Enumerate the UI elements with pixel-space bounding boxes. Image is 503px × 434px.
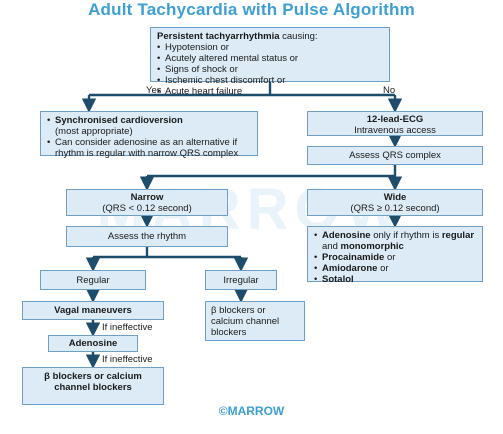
persistent-tachyarrhythmia-box: Persistent tachyarrhythmia causing: Hypo… (150, 27, 390, 97)
wide-box: Wide (QRS ≥ 0.12 second) (307, 189, 483, 216)
ecg-box: 12-lead-ECG Intravenous access (307, 111, 483, 136)
adenosine-label: Adenosine (68, 338, 118, 349)
adenosine-alternative-item: Can consider adenosine as an alternative… (47, 137, 251, 159)
cardioversion-box: Synchronised cardioversion (most appropr… (40, 111, 258, 159)
ecg-title: 12-lead-ECG (366, 114, 424, 125)
irregular-beta-blockers-label: β blockers or calcium channel blockers (211, 305, 280, 338)
amiodarone-item: Amiodarone or (314, 263, 476, 274)
adenosine-box: Adenosine (48, 335, 138, 352)
amiodarone-bold: Amiodarone (322, 263, 378, 274)
iv-access: Intravenous access (354, 125, 436, 136)
persistent-heading-bold: Persistent tachyarrhythmia (157, 31, 280, 42)
symptom-item: Ischemic chest discomfort or (157, 75, 383, 86)
regular-bold: regular (441, 230, 475, 241)
narrow-sub: (QRS < 0.12 second) (102, 203, 192, 214)
vagal-maneuvers-box: Vagal maneuvers (22, 301, 164, 320)
if-ineffective-label: If ineffective (102, 354, 153, 365)
adenosine-regular-item: Adenosine only if rhythm is regular and … (314, 230, 476, 252)
sotalol-bold: Sotalol (322, 274, 354, 285)
amiodarone-or: or (377, 263, 389, 274)
monomorphic-bold: monomorphic (340, 241, 404, 252)
wide-title: Wide (383, 192, 407, 203)
final-beta-blockers-box: β blockers or calcium channel blockers (22, 367, 164, 405)
final-beta-blockers-label: β blockers or calcium channel blockers (44, 371, 142, 393)
page-title: Adult Tachycardia with Pulse Algorithm (88, 0, 415, 19)
persistent-heading: Persistent tachyarrhythmia causing: (157, 31, 383, 42)
wide-treatment-box: Adenosine only if rhythm is regular and … (307, 226, 483, 285)
vagal-label: Vagal maneuvers (54, 305, 132, 316)
symptom-item: Acute heart failure (157, 86, 383, 97)
symptom-item: Acutely altered mental status or (157, 53, 383, 64)
regular-label: Regular (76, 275, 110, 286)
irregular-box: Irregular (205, 270, 277, 290)
persistent-heading-suffix: causing: (279, 31, 318, 42)
procainamide-bold: Procainamide (322, 252, 385, 263)
assess-rhythm-box: Assess the rhythm (66, 226, 228, 247)
if-ineffective-label: If ineffective (102, 322, 153, 333)
adenosine-bold: Adenosine (322, 230, 371, 241)
cardioversion-item: Synchronised cardioversion (most appropr… (47, 115, 251, 137)
irregular-beta-blockers-box: β blockers or calcium channel blockers (205, 301, 305, 341)
symptom-item: Signs of shock or (157, 64, 383, 75)
most-appropriate: (most appropriate) (55, 126, 133, 137)
footer-brand: ©MARROW (218, 404, 285, 418)
sotalol-item: Sotalol (314, 274, 476, 285)
regular-box: Regular (40, 270, 146, 290)
symptom-item: Hypotension or (157, 42, 383, 53)
branch-no-label: No (383, 85, 396, 96)
synchronised-cardioversion: Synchronised cardioversion (55, 115, 183, 126)
branch-yes-label: Yes (146, 85, 162, 96)
procainamide-or: or (384, 252, 396, 263)
symptom-list: Hypotension or Acutely altered mental st… (157, 42, 383, 97)
assess-qrs-label: Assess QRS complex (349, 150, 441, 161)
irregular-label: Irregular (223, 275, 259, 286)
wide-sub: (QRS ≥ 0.12 second) (350, 203, 440, 214)
narrow-box: Narrow (QRS < 0.12 second) (66, 189, 228, 216)
and-text: and (322, 241, 341, 252)
narrow-title: Narrow (130, 192, 164, 203)
assess-qrs-box: Assess QRS complex (307, 146, 483, 165)
assess-rhythm-label: Assess the rhythm (107, 231, 187, 242)
procainamide-item: Procainamide or (314, 252, 476, 263)
adenosine-text: only if rhythm is (370, 230, 442, 241)
